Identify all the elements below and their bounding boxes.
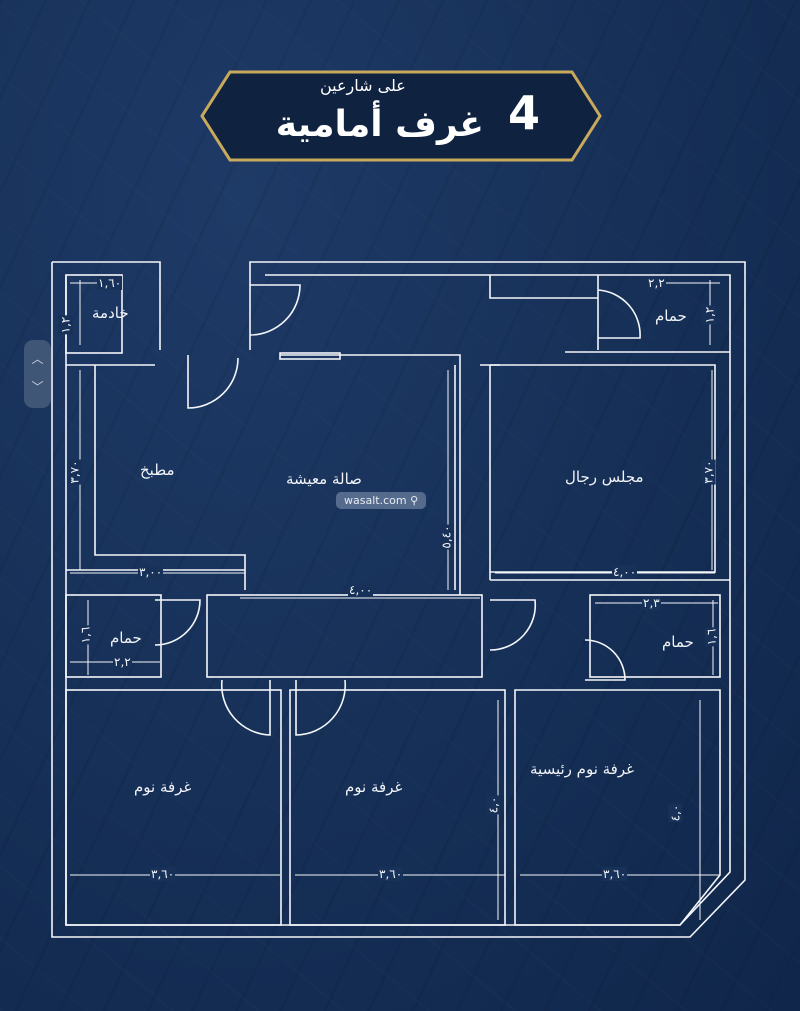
dim-bedroom-2-width: ٣,٦٠ [378, 867, 404, 881]
bath-top-walls [489, 275, 599, 350]
dim-bedroom-2-height: ٤,٠ [486, 795, 501, 815]
door-bath-top [597, 289, 641, 339]
dim-living-height: ٥,٤٠ [439, 524, 454, 550]
banner-title: غرف أمامية [275, 104, 484, 145]
dim-master-height: ٤,٠ [668, 803, 683, 823]
dim-bath-top-height: ١,٢ [702, 305, 717, 325]
dim-bath-right-height: ١,٦ [704, 627, 719, 647]
room-label-bath-top: حمام [655, 307, 687, 325]
room-label-master-bedroom: غرفة نوم رئيسية [530, 760, 634, 778]
room-label-majlis: مجلس رجال [565, 468, 644, 486]
room-label-bedroom-2: غرفة نوم [345, 778, 403, 796]
dim-kitchen-width: ٣,٠٠ [138, 565, 164, 579]
door-kitchen [187, 355, 239, 409]
outer-wall [51, 261, 746, 938]
dim-bath-top-width: ٢,٢ [647, 276, 666, 290]
dim-majlis-height: ٣,٧٠ [701, 459, 716, 485]
door-hall-right [489, 599, 537, 651]
room-label-bath-left: حمام [110, 629, 142, 647]
room-label-bedroom-1: غرفة نوم [134, 778, 192, 796]
living-walls [280, 354, 500, 595]
bath-left [65, 594, 162, 678]
banner-number: 4 [507, 86, 540, 140]
dim-maid-height: ١,٢ [58, 315, 73, 335]
door-bath-right [584, 639, 626, 681]
master-bedroom [514, 689, 721, 926]
door-bath-left [154, 599, 201, 646]
dim-bath-left-height: ١,٦ [78, 625, 93, 645]
door-bed2 [295, 679, 347, 736]
banner-frame [200, 70, 602, 162]
maid-room [65, 274, 123, 354]
watermark: wasalt.com ⚲ [336, 492, 427, 509]
bedroom-1 [65, 689, 282, 926]
location-pin-icon: ⚲ [410, 494, 419, 507]
banner-subtitle: على شارعين [320, 76, 406, 95]
room-label-kitchen: مطبخ [140, 461, 175, 479]
room-label-maid: خادمة [92, 304, 129, 322]
corridor [206, 594, 483, 678]
door-entrance [249, 284, 301, 336]
room-label-bath-right: حمام [662, 633, 694, 651]
dim-bath-left-width: ٢,٢ [113, 655, 132, 669]
scroll-widget[interactable]: ︿ ﹀ [24, 340, 51, 408]
majlis-walls [490, 351, 730, 581]
chevron-down-icon[interactable]: ﹀ [31, 380, 44, 394]
dim-majlis-width: ٤,٠٠ [612, 565, 638, 579]
chevron-up-icon[interactable]: ︿ [31, 352, 44, 366]
watermark-text: wasalt.com [344, 494, 407, 507]
dim-maid-width: ١,٦٠ [97, 276, 123, 290]
dim-bath-right-width: ٢,٣ [642, 596, 661, 610]
dim-bedroom-1-width: ٣,٦٠ [150, 867, 176, 881]
dim-kitchen-height: ٣,٧٠ [67, 459, 82, 485]
bedroom-2 [289, 689, 506, 926]
dim-master-width: ٣,٦٠ [602, 867, 628, 881]
bath-right [589, 594, 721, 678]
door-bed1 [220, 679, 271, 736]
dim-living-width: ٤,٠٠ [348, 583, 374, 597]
room-label-living: صالة معيشة [286, 470, 362, 488]
window [279, 352, 341, 360]
title-banner: 4 غرف أمامية على شارعين [200, 70, 602, 162]
